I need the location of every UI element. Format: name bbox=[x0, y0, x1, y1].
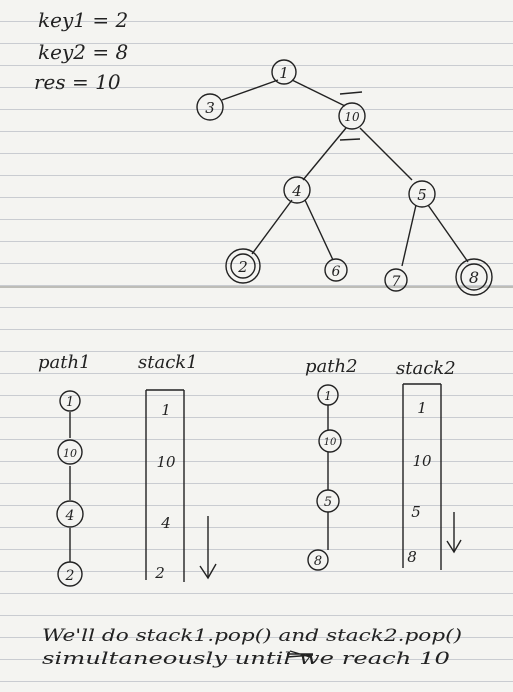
path2-node-8-circle bbox=[307, 549, 329, 571]
node-7-label: 7 bbox=[392, 274, 401, 290]
node-10-circle bbox=[338, 102, 366, 130]
path1-node-4-circle bbox=[56, 500, 84, 528]
node-5-circle bbox=[408, 180, 436, 208]
edge-4-6 bbox=[304, 199, 334, 261]
path2-node-label: 1 bbox=[324, 389, 332, 403]
stack1-arrow-head bbox=[199, 563, 217, 580]
edge-5-8 bbox=[427, 204, 469, 263]
edge-5-7 bbox=[401, 204, 417, 267]
path1-node-10-circle bbox=[57, 439, 83, 465]
path2-node-label: 5 bbox=[324, 495, 332, 510]
stack2-value: 8 bbox=[407, 548, 417, 566]
scribble-mark bbox=[286, 650, 314, 658]
res-note: res = 10 bbox=[34, 70, 121, 94]
path2-node-label: 8 bbox=[314, 554, 322, 569]
stack2-value: 5 bbox=[411, 503, 421, 521]
node-7-circle bbox=[384, 268, 408, 292]
node-3-label: 3 bbox=[205, 99, 215, 117]
edge-10-5 bbox=[359, 127, 413, 181]
page-fold bbox=[0, 286, 513, 288]
stack2-value: 1 bbox=[417, 399, 427, 417]
stack1-value: 2 bbox=[154, 564, 165, 582]
path1-node-1-circle bbox=[59, 390, 81, 412]
caption-line-2: simultaneously until we reach 10 bbox=[42, 649, 450, 669]
node-8-outer-circle bbox=[455, 258, 493, 296]
path1-node-2-circle bbox=[57, 561, 83, 587]
path1-header: path1 bbox=[38, 352, 91, 373]
node-1-label: 1 bbox=[279, 64, 289, 82]
node-4-label: 4 bbox=[291, 182, 302, 200]
path1-node-label: 1 bbox=[66, 395, 74, 410]
stack1-value: 4 bbox=[160, 514, 171, 532]
key1-note: key1 = 2 bbox=[38, 8, 129, 32]
node-2-label: 2 bbox=[237, 258, 248, 276]
node-8-circle bbox=[460, 263, 488, 291]
node-6-circle bbox=[324, 258, 348, 282]
path2-header: path2 bbox=[305, 356, 358, 377]
node-5-label: 5 bbox=[417, 186, 427, 204]
path1-node-label: 10 bbox=[63, 447, 77, 460]
stack2-header: stack2 bbox=[396, 358, 456, 379]
edge-4-2 bbox=[251, 199, 293, 255]
path2-node-1-circle bbox=[317, 384, 339, 406]
node-4-circle bbox=[283, 176, 311, 204]
node-6-label: 6 bbox=[332, 264, 341, 280]
path2-node-label: 10 bbox=[324, 437, 337, 448]
node-1-circle bbox=[271, 59, 297, 85]
edge-1-10 bbox=[291, 79, 346, 107]
mark-over-10 bbox=[339, 91, 363, 95]
path2-node-5-circle bbox=[316, 489, 340, 513]
path1-node-label: 4 bbox=[65, 508, 75, 524]
stack1-header: stack1 bbox=[138, 352, 198, 373]
node-2-outer-circle bbox=[225, 248, 261, 284]
path2-node-10-circle bbox=[318, 429, 342, 453]
node-10-label: 10 bbox=[344, 110, 360, 124]
stack2-value: 10 bbox=[412, 452, 432, 470]
node-3-circle bbox=[196, 93, 224, 121]
node-2-circle bbox=[230, 253, 256, 279]
path1-node-label: 2 bbox=[65, 568, 75, 584]
caption-line-1: We'll do stack1.pop() and stack2.pop() bbox=[42, 626, 462, 646]
edge-1-3 bbox=[221, 79, 279, 101]
edge-10-4 bbox=[302, 127, 347, 181]
stack2-arrow-head bbox=[446, 539, 462, 554]
node-8-label: 8 bbox=[469, 268, 479, 287]
key2-note: key2 = 8 bbox=[38, 40, 129, 64]
mark-under-10 bbox=[339, 138, 361, 141]
stack1-value: 10 bbox=[156, 453, 176, 471]
stack1-value: 1 bbox=[161, 401, 171, 419]
